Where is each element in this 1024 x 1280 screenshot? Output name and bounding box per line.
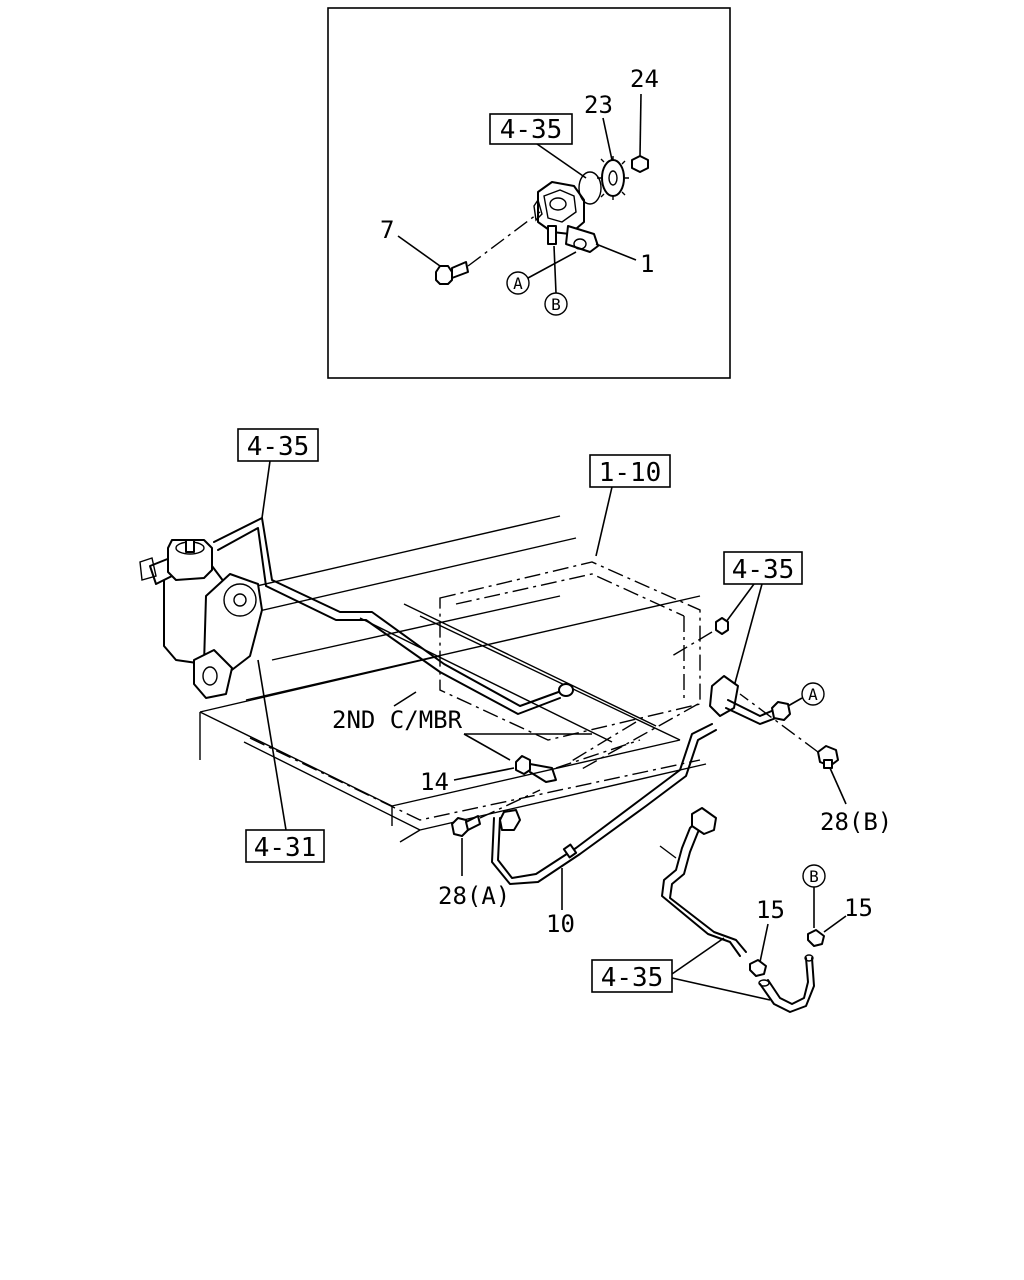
leader-part-24 — [639, 93, 642, 157]
nut-right-centerline — [671, 631, 713, 657]
bracket-14-centerline — [555, 739, 641, 769]
o-ring — [578, 171, 602, 205]
fuel-tank-outline — [249, 561, 701, 821]
leader-part-23 — [602, 117, 613, 161]
circle-marker-b: B — [544, 292, 568, 316]
circle-marker-b-main: B — [802, 864, 826, 888]
return-line-clamp — [562, 843, 578, 859]
reference-box-bottom[interactable]: 4-35 — [591, 959, 673, 993]
bolt-28b-centerline — [739, 693, 819, 753]
nut-right — [715, 617, 729, 635]
cross-member-label: 2ND C/MBR — [332, 706, 463, 734]
label-part-7: 7 — [380, 216, 394, 244]
leader-part-1 — [595, 243, 637, 261]
leader-part-7 — [397, 235, 441, 267]
label-part-10: 10 — [546, 910, 575, 938]
return-line-10-outer — [491, 729, 717, 885]
circle-marker-a: A — [506, 271, 530, 295]
mount-centerline-2 — [579, 703, 699, 771]
leader-part-28b — [829, 767, 847, 805]
pressure-line — [213, 517, 565, 707]
reference-box-steering[interactable]: 4-31 — [245, 829, 325, 863]
reference-steering-label: 4-31 — [254, 833, 317, 863]
reference-box-top-left[interactable]: 4-35 — [237, 428, 319, 462]
circle-marker-b-main-label: B — [809, 867, 819, 886]
leader-fitting-a — [787, 697, 803, 707]
steering-gear — [139, 539, 263, 699]
reference-top-left-label: 4-35 — [247, 432, 310, 462]
return-hose — [758, 954, 815, 1013]
clamp-part-15-left — [749, 959, 767, 977]
reference-box-tank[interactable]: 1-10 — [589, 454, 671, 488]
circle-marker-a-main-label: A — [808, 685, 818, 704]
label-part-14: 14 — [420, 768, 449, 796]
fitting-a — [771, 701, 791, 721]
leader-part-15-right — [823, 915, 847, 933]
mount-centerline — [569, 721, 637, 763]
inset-reference-leader — [536, 143, 587, 179]
bolt-part-28a — [451, 815, 481, 837]
bolt-28a-centerline — [479, 789, 541, 819]
bolt-part-7 — [435, 261, 469, 285]
label-part-23: 23 — [584, 91, 613, 119]
bolt-centerline — [467, 211, 541, 267]
leader-reference-bottom-a — [671, 937, 725, 975]
leader-reference-right-a — [725, 583, 755, 623]
label-part-28a: 28(A) — [438, 882, 510, 910]
label-part-24: 24 — [630, 65, 659, 93]
circle-marker-a-label: A — [513, 274, 523, 293]
leader-reference-bottom-b — [671, 977, 771, 1001]
inset-reference-box[interactable]: 4-35 — [489, 113, 573, 145]
inset-panel: 4-35 7 1 — [327, 7, 731, 379]
leader-part-14 — [453, 767, 515, 781]
leader-marker-a — [527, 251, 577, 279]
leader-reference-right-b — [731, 583, 763, 695]
gear-part-23 — [597, 156, 629, 200]
main-assembly: 4-35 1-10 4-35 A — [139, 428, 892, 1013]
reference-right-label: 4-35 — [732, 555, 795, 585]
leader-part-15-left — [759, 923, 769, 963]
label-part-28b: 28(B) — [820, 808, 892, 836]
reference-box-right[interactable]: 4-35 — [723, 551, 803, 585]
junction-bracket — [709, 675, 777, 725]
inset-frame — [327, 7, 731, 379]
leader-cross-member — [393, 691, 417, 707]
bolt-part-28b — [817, 745, 839, 769]
label-part-15-left: 15 — [756, 896, 785, 924]
circle-marker-b-label: B — [551, 295, 561, 314]
leader-cross-member-diag — [463, 733, 511, 761]
leader-reference-tank — [595, 486, 613, 557]
reference-tank-label: 1-10 — [599, 458, 662, 488]
leader-reference-top-left — [261, 460, 271, 519]
return-line-fitting — [499, 809, 521, 831]
suction-pipe — [659, 807, 747, 957]
label-part-15-right: 15 — [844, 894, 873, 922]
leader-reference-steering — [257, 659, 287, 831]
bracket-part-14 — [515, 755, 557, 783]
pressure-line-fitting — [558, 683, 574, 697]
return-line-10 — [497, 723, 713, 879]
inset-reference-label: 4-35 — [500, 115, 563, 145]
label-part-1: 1 — [640, 250, 654, 278]
pump-assembly — [533, 181, 599, 253]
circle-marker-a-main: A — [801, 682, 825, 706]
leader-marker-b — [553, 245, 557, 294]
clamp-part-15-right — [807, 929, 825, 947]
pressure-line-outer — [217, 527, 561, 715]
reference-bottom-label: 4-35 — [601, 963, 664, 993]
nut-part-24 — [631, 155, 649, 173]
